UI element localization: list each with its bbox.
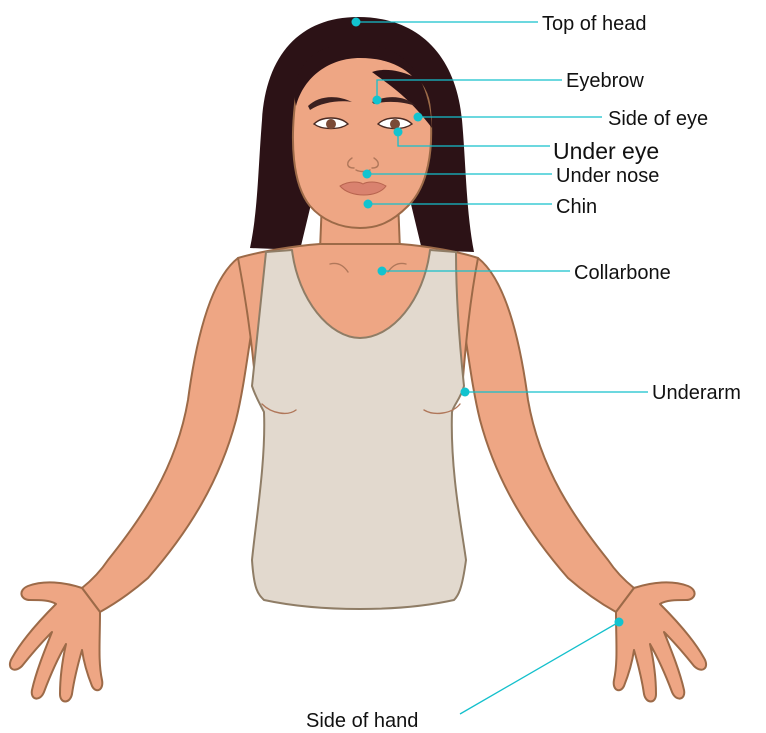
label-side-of-eye: Side of eye [608, 108, 708, 130]
marker-side-of-eye [414, 113, 423, 122]
label-top-of-head: Top of head [542, 13, 647, 35]
label-collarbone: Collarbone [574, 262, 671, 284]
left-arm [82, 258, 262, 612]
label-chin: Chin [556, 196, 597, 218]
label-eyebrow: Eyebrow [566, 70, 644, 92]
right-hand [614, 582, 706, 701]
marker-collarbone [378, 267, 387, 276]
marker-eyebrow [373, 96, 382, 105]
left-hand [10, 582, 102, 701]
marker-side-of-hand [615, 618, 624, 627]
left-eye [314, 118, 348, 129]
marker-chin [364, 200, 373, 209]
marker-underarm [461, 388, 470, 397]
right-arm [454, 258, 634, 612]
label-underarm: Underarm [652, 382, 741, 404]
label-side-of-hand: Side of hand [306, 710, 418, 732]
marker-top-of-head [352, 18, 361, 27]
right-eye [378, 118, 412, 129]
label-under-nose: Under nose [556, 165, 659, 187]
marker-under-nose [363, 170, 372, 179]
label-under-eye: Under eye [553, 138, 659, 164]
marker-under-eye [394, 128, 403, 137]
leader-side-of-hand [460, 622, 619, 714]
